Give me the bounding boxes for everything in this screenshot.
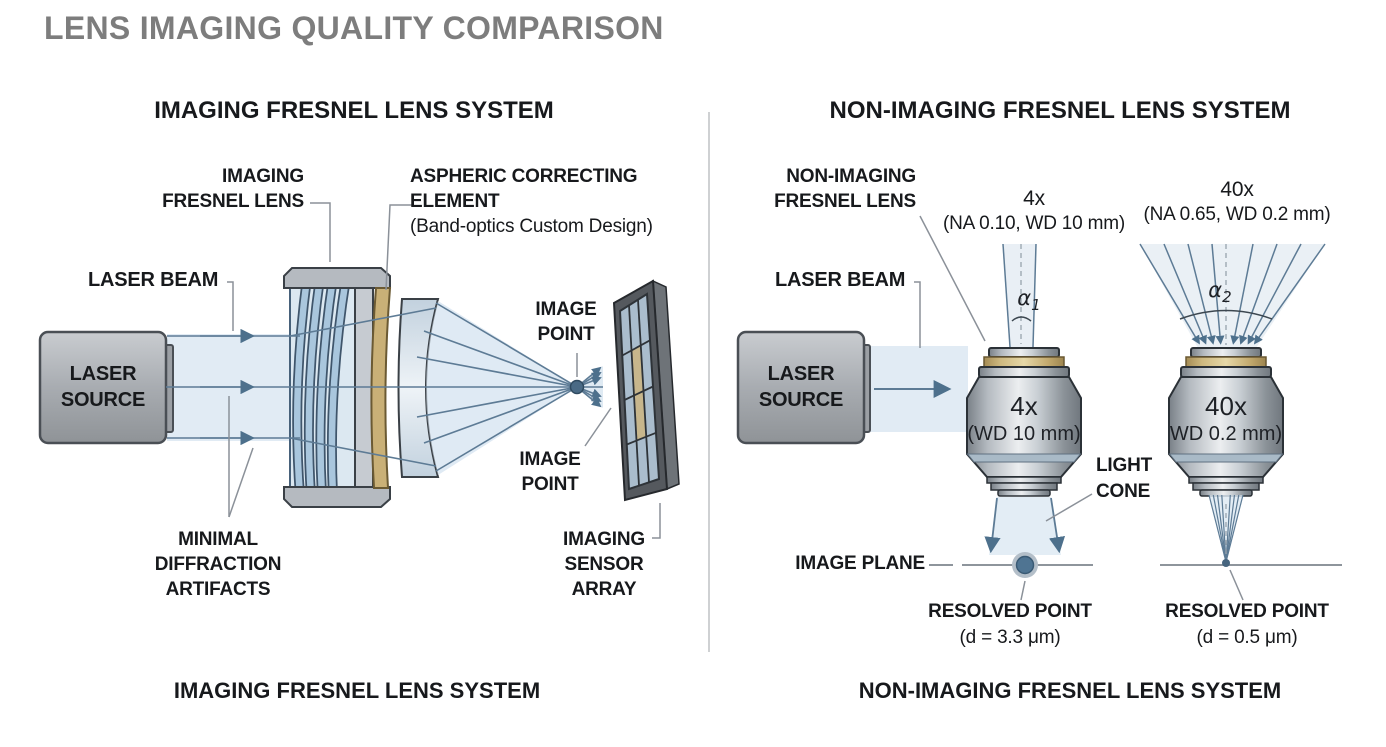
page-title: LENS IMAGING QUALITY COMPARISON [44, 10, 664, 46]
left-header: IMAGING FRESNEL LENS SYSTEM [154, 97, 554, 124]
svg-text:40x: 40x [1205, 391, 1247, 421]
light-cone-40x-top [1139, 243, 1326, 348]
resolved-point-4x-label: RESOLVED POINT (d = 3.3 μm) [928, 601, 1092, 648]
light-cone-label: LIGHT CONE [1096, 455, 1152, 502]
light-cone-4x-top [1002, 243, 1037, 348]
aspheric-element-label: ASPHERIC CORRECTING ELEMENT (Band-optics… [410, 166, 653, 237]
light-cone-40x-bottom [1208, 494, 1244, 563]
light-cone-4x-bottom [984, 497, 1066, 555]
objective-4x: 4x (WD 10 mm) [966, 347, 1082, 497]
svg-text:(WD 10 mm): (WD 10 mm) [967, 423, 1080, 445]
alpha1-label: α1 [1017, 286, 1040, 314]
imaging-fresnel-lens [283, 267, 392, 508]
objective-4x-spec-label: 4x (NA 0.10, WD 10 mm) [942, 187, 1126, 234]
objective-40x-spec-label: 40x (NA 0.65, WD 0.2 mm) [1143, 178, 1331, 225]
alpha2-label: α2 [1208, 278, 1231, 306]
imaging-sensor-array-label: IMAGING SENSOR ARRAY [563, 529, 645, 600]
laser-source-label-left: LASER SOURCE [60, 363, 146, 411]
left-rays [166, 302, 603, 472]
objective-40x: 40x WD 0.2 mm) [1168, 347, 1284, 497]
aspheric-correcting-element [370, 287, 392, 489]
non-imaging-fresnel-lens-label: NON-IMAGING FRESNEL LENS [774, 166, 916, 212]
panel-divider [708, 112, 710, 652]
svg-text:4x: 4x [1010, 391, 1037, 421]
laser-beam-label-left: LASER BEAM [88, 269, 219, 291]
resolved-point-40x-label: RESOLVED POINT (d = 0.5 μm) [1165, 601, 1329, 648]
image-point-top-label: IMAGE POINT [535, 299, 597, 345]
image-point-bottom-label: IMAGE POINT [519, 449, 581, 495]
imaging-fresnel-lens-label: IMAGING FRESNEL LENS [162, 166, 304, 212]
resolved-point-4x [1015, 555, 1035, 575]
right-header: NON-IMAGING FRESNEL LENS SYSTEM [829, 97, 1291, 124]
correcting-lens [397, 298, 577, 478]
image-plane-label: IMAGE PLANE [795, 553, 925, 574]
leader-lines [227, 202, 1244, 601]
laser-source-right [736, 330, 871, 445]
right-caption: NON-IMAGING FRESNEL LENS SYSTEM [858, 678, 1282, 703]
image-point-dot [569, 379, 585, 395]
svg-text:WD 0.2 mm): WD 0.2 mm) [1170, 423, 1282, 445]
laser-source-left [38, 330, 174, 445]
imaging-sensor-array [612, 279, 680, 502]
left-caption: IMAGING FRESNEL LENS SYSTEM [173, 678, 541, 703]
laser-source-label-right: LASER SOURCE [758, 363, 844, 411]
diffraction-artifacts-label: MINIMAL DIFFRACTION ARTIFACTS [154, 529, 282, 600]
resolved-point-40x [1222, 559, 1230, 567]
laser-beam-label-right: LASER BEAM [775, 269, 906, 291]
right-beam [866, 346, 968, 432]
